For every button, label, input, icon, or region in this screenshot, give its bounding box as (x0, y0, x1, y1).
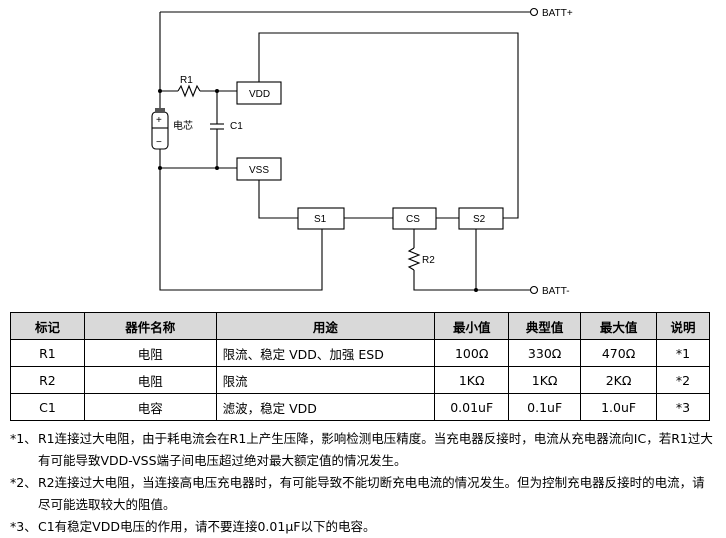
label-vss: VSS (249, 165, 269, 176)
cell-max: 1.0uF (580, 393, 658, 421)
header-typ: 典型值 (508, 312, 582, 340)
note-text: C1有稳定VDD电压的作用，请不要连接0.01μF以下的电容。 (38, 519, 376, 534)
resistor-r1 (177, 84, 201, 98)
resistor-r2 (407, 247, 421, 271)
label-r1: R1 (180, 75, 193, 86)
wire-left-main (159, 12, 323, 291)
block-s2 (458, 207, 504, 230)
cell-purpose: 限流 (215, 366, 436, 394)
note-mark: *3、 (10, 519, 37, 534)
terminal-batt-plus[interactable] (529, 7, 539, 17)
cell-component-name: 电容 (83, 393, 217, 421)
cell-typ: 330Ω (508, 339, 582, 367)
cell-note: *1 (656, 339, 710, 367)
wire-r2-bottom (413, 270, 530, 291)
note-mark: *1、 (10, 431, 37, 446)
label-cell: 电芯 (173, 119, 193, 132)
label-batt-minus: BATT- (542, 286, 570, 297)
node-dot-s2-bottom (474, 288, 478, 292)
header-purpose: 用途 (215, 312, 436, 340)
note-3: *3、 C1有稳定VDD电压的作用，请不要连接0.01μF以下的电容。 (10, 516, 715, 538)
label-r2: R2 (422, 255, 435, 266)
table-row: R1 电阻 限流、稳定 VDD、加强 ESD 100Ω 330Ω 470Ω *1 (10, 339, 710, 367)
wire-vss-to-s1 (258, 180, 298, 219)
header-mark: 标记 (10, 312, 85, 340)
label-s1: S1 (314, 214, 327, 225)
note-mark: *2、 (10, 475, 37, 490)
cell-mark: C1 (10, 393, 85, 421)
cell-note: *2 (656, 366, 710, 394)
table-row: C1 电容 滤波，稳定 VDD 0.01uF 0.1uF 1.0uF *3 (10, 393, 710, 421)
header-max: 最大值 (580, 312, 658, 340)
wire-ic-top-loop (258, 32, 519, 219)
cell-max: 470Ω (580, 339, 658, 367)
cell-mark: R2 (10, 366, 85, 394)
cell-component-name: 电阻 (83, 339, 217, 367)
label-batt-plus: BATT+ (542, 8, 573, 19)
note-2: *2、 R2连接过大电阻，当连接高电压充电器时，有可能导致不能切断充电电流的情况… (10, 472, 715, 516)
label-vdd: VDD (249, 89, 270, 100)
cell-max: 2KΩ (580, 366, 658, 394)
terminal-batt-minus[interactable] (529, 285, 539, 295)
cell-purpose: 限流、稳定 VDD、加强 ESD (215, 339, 436, 367)
cell-min: 100Ω (434, 339, 510, 367)
label-s2: S2 (473, 214, 486, 225)
table-row: R2 电阻 限流 1KΩ 1KΩ 2KΩ *2 (10, 366, 710, 394)
cell-min: 1KΩ (434, 366, 510, 394)
cell-min: 0.01uF (434, 393, 510, 421)
cell-note: *3 (656, 393, 710, 421)
cell-purpose: 滤波，稳定 VDD (215, 393, 436, 421)
cell-minus-sign: − (156, 137, 162, 148)
note-1: *1、 R1连接过大电阻，由于耗电流会在R1上产生压降，影响检测电压精度。当充电… (10, 428, 715, 472)
cell-typ: 0.1uF (508, 393, 582, 421)
note-text: R2连接过大电阻，当连接高电压充电器时，有可能导致不能切断充电电流的情况发生。但… (38, 475, 705, 512)
component-spec-table: 标记 器件名称 用途 最小值 典型值 最大值 说明 R1 电阻 限流、稳定 VD… (10, 312, 710, 421)
header-min: 最小值 (434, 312, 510, 340)
battery-cell-cap (155, 108, 165, 113)
notes-section: *1、 R1连接过大电阻，由于耗电流会在R1上产生压降，影响检测电压精度。当充电… (10, 428, 715, 538)
cell-typ: 1KΩ (508, 366, 582, 394)
note-text: R1连接过大电阻，由于耗电流会在R1上产生压降，影响检测电压精度。当充电器反接时… (38, 431, 713, 468)
cell-component-name: 电阻 (83, 366, 217, 394)
label-cs: CS (406, 214, 420, 225)
header-component-name: 器件名称 (83, 312, 217, 340)
cell-mark: R1 (10, 339, 85, 367)
table-header-row: 标记 器件名称 用途 最小值 典型值 最大值 说明 (10, 312, 710, 340)
cell-plus-sign: + (156, 115, 162, 126)
circuit-diagram: BATT+ R1 C1 + − 电芯 VDD VSS S1 CS S2 R2 B… (151, 7, 573, 297)
label-c1: C1 (230, 121, 243, 132)
header-note: 说明 (656, 312, 710, 340)
